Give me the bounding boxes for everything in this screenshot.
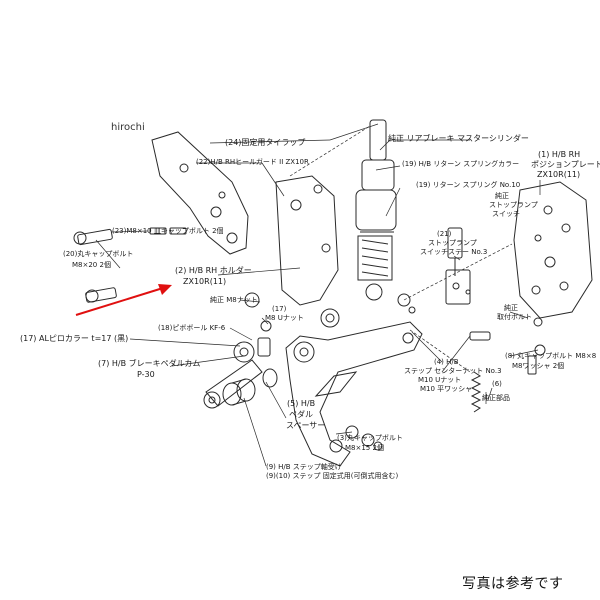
label-cap-bolt-8-1: (8) 丸キャップボルト M8×8 xyxy=(505,352,597,360)
flat-head-bolts-23 xyxy=(149,227,187,235)
heel-guard-part xyxy=(151,131,249,255)
label-part-6: (6) xyxy=(492,380,502,388)
return-spring-part xyxy=(470,371,482,413)
assembly-dashed-lines xyxy=(289,125,513,373)
label-cap-bolt-3-1: (3)丸キャップボルト xyxy=(337,434,403,442)
label-position-plate-1: (1) H/B RH xyxy=(538,150,581,159)
label-switch-stay-1: (21) xyxy=(437,230,452,238)
label-holder-1: (2) H/B RH ホルダー xyxy=(175,266,252,275)
rear-master-cylinder-part xyxy=(355,119,397,301)
label-rear-master: 純正 リアブレーキ マスターシリンダー xyxy=(388,134,529,143)
label-flat-head-bolts: (23)M8×10 皿キャップボルト 2個 xyxy=(112,227,224,235)
label-m8-nut-genuine: 純正 M8ナット xyxy=(210,296,258,304)
label-stop-switch-3: スイッチ xyxy=(492,210,520,218)
label-pedal-spacer-2: ペダル xyxy=(289,410,313,419)
label-cap-bolts-20-1: (20)丸キャップボルト xyxy=(63,250,134,258)
label-switch-stay-2: ストップランプ xyxy=(428,239,477,247)
label-position-plate-2: ポジションプレート xyxy=(531,160,600,169)
label-al-pillow-collar: (17) ALピロカラー t=17 (黒) xyxy=(20,334,129,343)
holder-part xyxy=(275,175,340,328)
label-pedal-spacer-3: スペーサー xyxy=(286,421,326,430)
brake-pedal-cam-part xyxy=(203,341,263,409)
label-genuine-part: 純正部品 xyxy=(482,394,510,402)
cap-bolts-20 xyxy=(73,228,117,303)
label-pedal-cam-2: P-30 xyxy=(137,370,155,379)
label-cap-bolts-20-2: M8×20 2個 xyxy=(72,261,111,269)
label-return-spring-collar: (19) H/B リターン スプリングカラー xyxy=(402,160,520,168)
label-pivot-ball: (18)ピボボール KF-6 xyxy=(158,324,226,332)
leader-lines xyxy=(95,123,541,467)
label-switch-stay-3: スイッチステー No.3 xyxy=(420,248,488,256)
watermark-text: hirochi xyxy=(111,122,145,133)
pedal-spacer-part xyxy=(222,368,278,406)
label-heel-guard: (22)H/B RHヒールガード II ZX10R xyxy=(196,158,309,166)
position-plate-part xyxy=(513,181,593,319)
label-center-nut-2: ステップ センターナット No.3 xyxy=(404,367,502,375)
label-center-nut-1: (4) H/B xyxy=(434,358,459,366)
label-genuine-bolt-2: 取付ボルト xyxy=(497,313,532,321)
brake-pedal-arm-part xyxy=(285,321,423,467)
label-holder-2: ZX10R(11) xyxy=(183,277,227,286)
label-position-plate-3: ZX10R(11) xyxy=(537,170,581,179)
stop-lamp-switch-part xyxy=(445,227,471,305)
label-u-nut-2: M8 Uナット xyxy=(265,314,304,322)
label-pedal-cam-1: (7) H/B ブレーキペダルカム xyxy=(98,359,201,368)
label-stop-switch-2: ストップランプ xyxy=(489,201,538,209)
label-genuine-bolt-1: 純正 xyxy=(504,304,518,312)
label-pedal-spacer-1: (5) H/B xyxy=(287,399,316,408)
label-center-nut-4: M10 平ワッシャ xyxy=(420,385,473,393)
label-tie-wrap: (24)固定用タイラップ xyxy=(225,138,306,147)
label-cap-bolt-3-2: M8×15 2個 xyxy=(345,444,384,452)
label-step-bearing-1: (9) H/B ステップ軸受け xyxy=(266,463,342,471)
label-step-bearing-2: (9)(10) ステップ 固定式用(可倒式用含む) xyxy=(266,472,399,480)
label-stop-switch-1: 純正 xyxy=(495,192,509,200)
label-u-nut-1: (17) xyxy=(272,305,287,313)
red-arrow xyxy=(75,284,172,316)
label-return-spring: (19) リターン スプリング No.10 xyxy=(416,181,521,189)
label-cap-bolt-8-2: M8ワッシャ 2個 xyxy=(512,362,565,370)
label-center-nut-3: M10 Uナット xyxy=(418,376,462,384)
reference-photo-note: 写真は参考です xyxy=(462,576,564,592)
step-peg-part xyxy=(345,425,383,451)
pivot-ball-part xyxy=(244,292,272,357)
